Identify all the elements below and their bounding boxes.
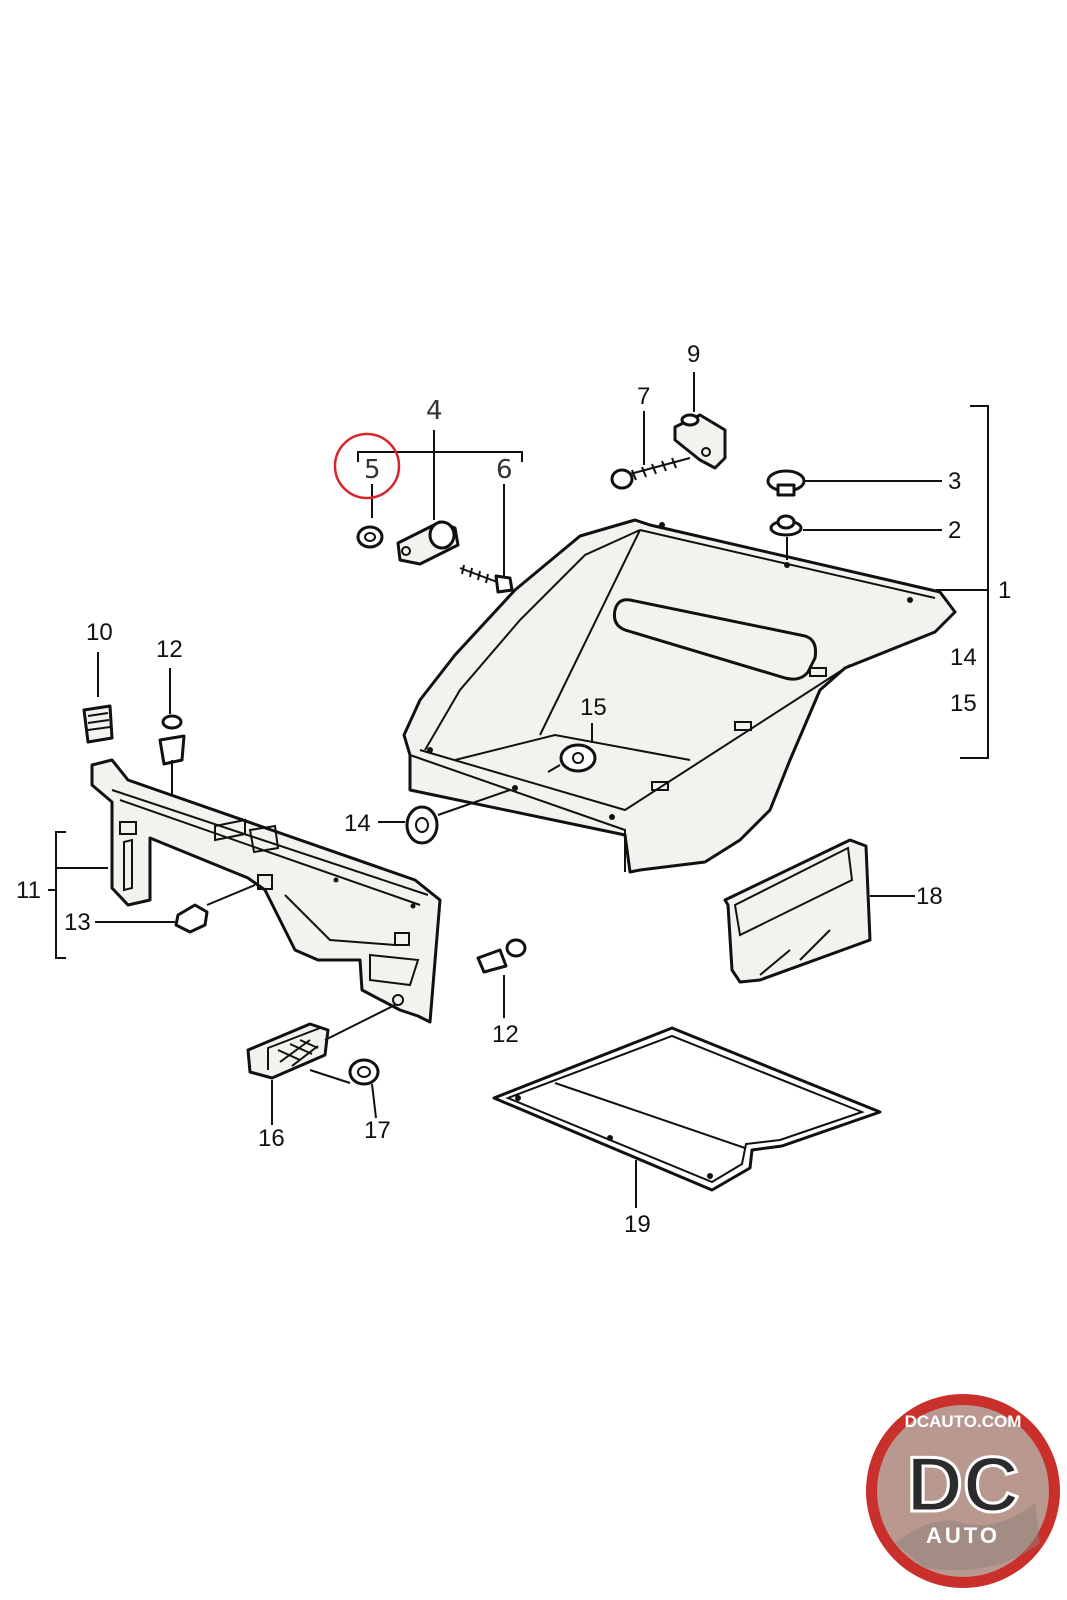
callout-19: 19 [624,1211,651,1238]
callout-6: 6 [496,455,513,485]
part-12-clip-lower [476,938,527,1018]
callout-2: 2 [948,517,961,544]
part-16-bump-stop [246,1004,396,1125]
part-11-bracket-line [48,831,108,959]
logo-monogram: DC [907,1440,1020,1528]
part-1-bracket-line [936,405,989,759]
part-1-trunk-lining [402,518,957,874]
callout-13: 13 [64,909,91,936]
callout-14-right: 14 [950,644,977,671]
part-4-bracket-bracket-line [357,430,523,577]
part-17-nut [348,1058,380,1119]
callout-18: 18 [916,883,943,910]
part-15-latch [547,723,597,773]
part-2-grommet [769,514,942,560]
part-10-foam-plug [82,652,114,744]
callout-5: 5 [364,455,381,485]
callout-12-lower: 12 [492,1021,519,1048]
callout-15-right: 15 [950,690,977,717]
callout-12-upper: 12 [156,636,183,663]
callout-17: 17 [364,1117,391,1144]
callout-7: 7 [637,383,650,410]
callout-14-left: 14 [344,810,371,837]
part-4-plate [396,520,460,566]
part-18-bag [723,838,915,984]
part-9-bracket [673,372,727,470]
callout-11: 11 [16,877,41,904]
part-19-mat [492,1026,882,1208]
part-5-washer [356,525,384,549]
part-7-screw [610,411,691,490]
part-11-panel [90,758,442,1024]
callout-3: 3 [948,468,961,495]
dcauto-logo: DCAUTO.COM DC AUTO [866,1394,1060,1588]
part-14-grommet [378,789,511,845]
callout-9: 9 [687,341,700,368]
part-6-screw [459,564,514,594]
callout-16: 16 [258,1125,285,1152]
part-3-cap [766,469,942,497]
callout-15-latch: 15 [580,694,607,721]
logo-text-bottom: AUTO [926,1523,1000,1548]
callout-4: 4 [426,396,443,426]
highlight-circle [333,432,401,500]
logo-text-top: DCAUTO.COM [905,1412,1022,1431]
part-12-clip-upper [158,668,186,800]
callout-10: 10 [86,619,113,646]
callout-1: 1 [998,577,1011,604]
part-13-clip [95,884,256,934]
